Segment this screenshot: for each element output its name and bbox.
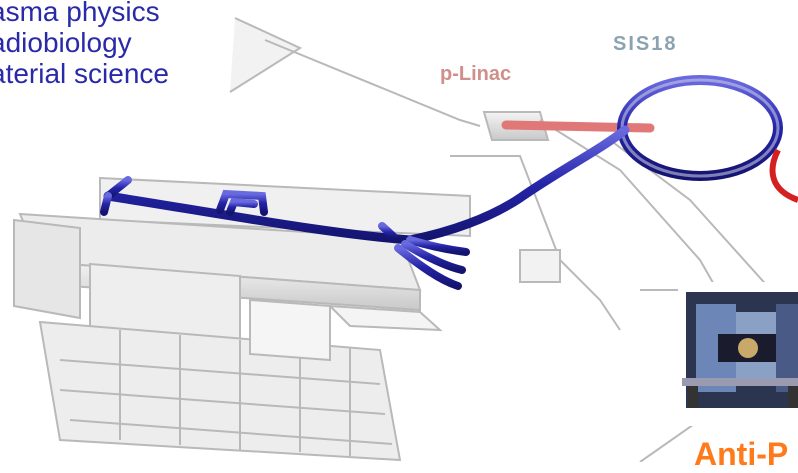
beamline-branches — [100, 176, 470, 290]
research-topics: asma physics adiobiology aterial science — [0, 0, 169, 89]
building-complex — [13, 17, 781, 462]
topic-plasma-physics: asma physics — [0, 0, 160, 27]
topic-radiobiology: adiobiology — [0, 27, 132, 58]
topic-material-science: aterial science — [0, 58, 169, 89]
p-linac-label: p-Linac — [440, 63, 512, 85]
extraction-line — [769, 148, 798, 203]
anti-p-label: Anti-P — [694, 436, 789, 472]
anti-p-detector-photo — [678, 282, 798, 426]
sis18-label: SIS18 — [613, 33, 678, 55]
facility-diagram — [13, 17, 798, 462]
